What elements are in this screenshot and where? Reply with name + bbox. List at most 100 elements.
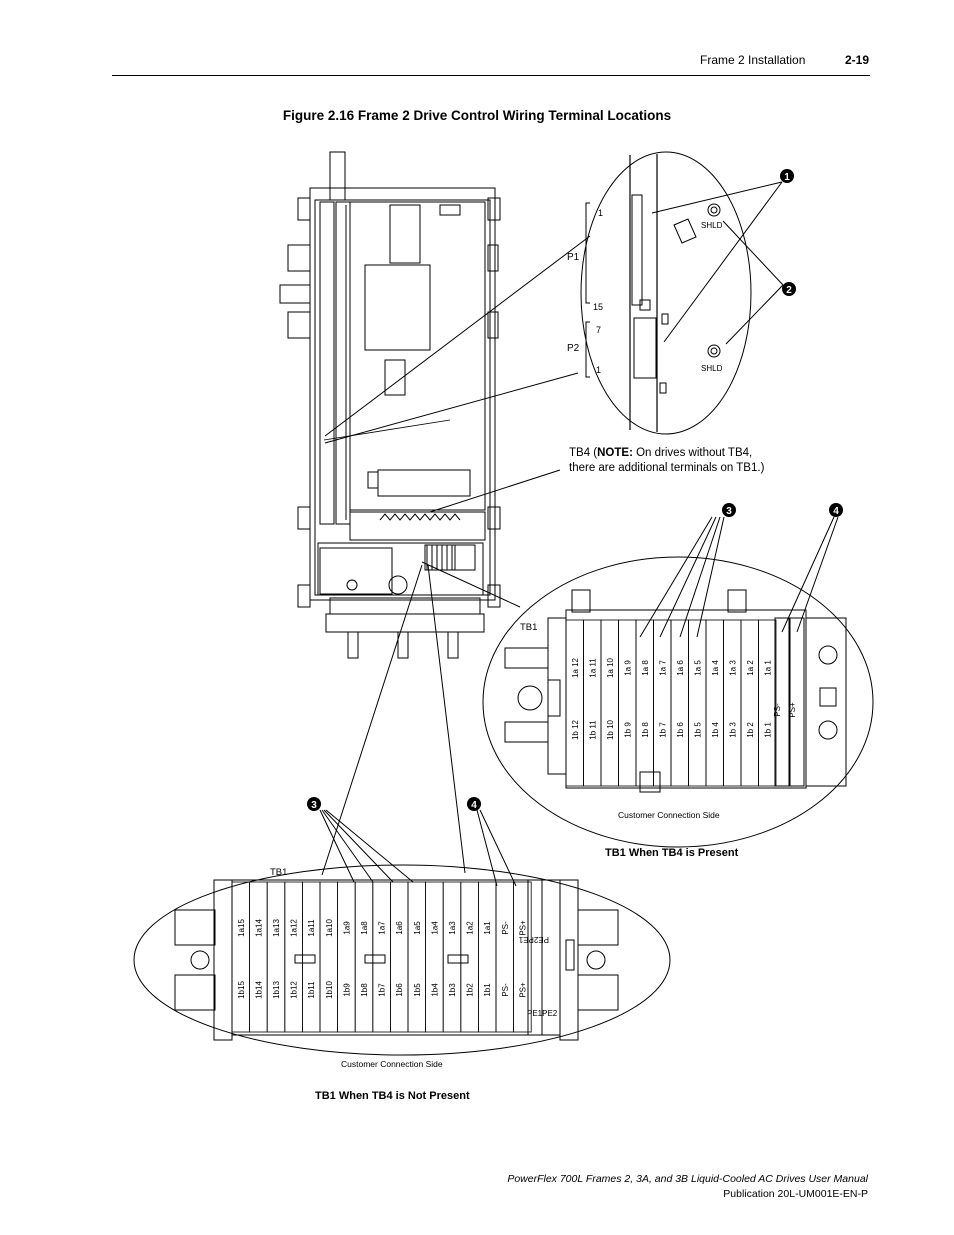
header-rule — [112, 75, 870, 76]
p2-label: P2 — [567, 343, 580, 354]
tb1-not-present-terminal-cell — [460, 881, 479, 1033]
figure-title: Figure 2.16 Frame 2 Drive Control Wiring… — [282, 108, 672, 123]
tb1-present-terminal-label-top: 1a 10 — [606, 657, 615, 678]
tb1-not-present-terminal-label-top: 1a14 — [254, 919, 263, 937]
tb1-present-terminal-label-top: 1a 2 — [746, 660, 755, 676]
tb1-not-present-terminal-label-top: 1a8 — [360, 921, 369, 935]
tb1-present-ps-label: PS+ — [788, 702, 797, 718]
tb1-not-present-terminals: 1a151b151a141b141a131b131a121b121a111b11… — [231, 881, 532, 1033]
tb1-not-present-terminal-label-top: 1a7 — [378, 921, 387, 935]
footer-manual-title: PowerFlex 700L Frames 2, 3A, and 3B Liqu… — [507, 1173, 868, 1185]
tb1-present-terminal-cell — [758, 619, 777, 787]
shld-label-top: SHLD — [701, 221, 723, 230]
tb1-not-present-terminal-label-bottom: 1b11 — [307, 981, 316, 999]
tb1-present-terminal-label-bottom: 1b 10 — [606, 719, 615, 740]
tb1-not-present-terminal-label-bottom: 1b2 — [466, 983, 475, 997]
tb1-present-terminal-label-top: 1a 4 — [711, 660, 720, 676]
tb1-not-present-terminal-label-top: 1a6 — [395, 921, 404, 935]
callout-3-top: 3 — [722, 503, 736, 517]
tb1-not-present-terminal-label-top: PS+ — [518, 920, 527, 936]
tb1-present-caption: TB1 When TB4 is Present — [605, 847, 739, 859]
tb1-present-terminal-label-top: 1a 5 — [693, 660, 702, 676]
tb4-note-line2: there are additional terminals on TB1.) — [569, 462, 765, 474]
svg-text:2: 2 — [786, 285, 792, 296]
tb1-present-side-label: Customer Connection Side — [618, 810, 720, 820]
callout-2: 2 — [782, 282, 796, 296]
tb1-not-present-terminal-cell — [249, 881, 268, 1033]
footer-publication: Publication 20L-UM001E-EN-P — [723, 1188, 868, 1200]
header-section-title: Frame 2 Installation — [700, 53, 806, 67]
tb1-not-present-terminal-cell — [284, 881, 303, 1033]
p-label-n1-top: 1 — [598, 208, 603, 218]
tb1-present-terminal-cell — [565, 619, 584, 787]
tb1-not-present-side-label: Customer Connection Side — [341, 1059, 443, 1069]
tb1-present-terminal-label-top: 1a 3 — [728, 660, 737, 676]
pe-top-label: PE2PE1 — [518, 935, 549, 944]
tb1-not-present-terminal-label-top: 1a9 — [342, 921, 351, 935]
tb1-present-terminal-label-bottom: 1b 7 — [658, 722, 667, 738]
svg-text:4: 4 — [833, 506, 839, 517]
tb1-present-terminal-cell — [653, 619, 672, 787]
tb1-not-present-terminal-cell — [477, 881, 497, 1033]
tb1-present-terminal-label-bottom: 1b 3 — [728, 722, 737, 738]
drive-body — [279, 151, 501, 659]
tb1-present-terminal-label-bottom: 1b 8 — [641, 722, 650, 738]
tb1-present-terminal-label-bottom: 1b 12 — [571, 719, 580, 740]
pe-bottom-label: PE1PE2 — [527, 1009, 558, 1018]
callout-1: 1 — [780, 169, 794, 183]
tb1-not-present-terminal-label-top: 1a10 — [325, 919, 334, 937]
p-label-n1-bottom: 1 — [596, 365, 601, 375]
tb1-present-terminal-label-bottom: 1b 6 — [676, 722, 685, 738]
tb1-not-present-terminal-cell — [354, 881, 374, 1033]
tb1-not-present-terminal-cell — [319, 881, 339, 1033]
tb1-present-terminal-cell — [705, 619, 724, 787]
tb1-not-present-detail — [133, 564, 671, 1056]
tb4-note-line1: TB4 (NOTE: On drives without TB4, — [569, 447, 752, 459]
tb1-present-ps-label: PS- — [773, 703, 782, 717]
callout-4-bottom: 4 — [467, 797, 481, 811]
tb1-not-present-terminal-label-top: 1a1 — [483, 921, 492, 935]
tb1-not-present-terminal-label-bottom: 1b13 — [272, 981, 281, 999]
tb1-present-terminal-cell — [583, 619, 602, 787]
tb1-not-present-terminal-label-bottom: PS- — [501, 983, 510, 997]
tb1-not-present-terminal-label-top: 1a15 — [237, 919, 246, 937]
tb1-not-present-caption: TB1 When TB4 is Not Present — [315, 1090, 470, 1102]
tb1-not-present-terminal-label-top: 1a4 — [430, 921, 439, 935]
tb1-present-terminal-cell — [670, 619, 689, 787]
p1-label: P1 — [567, 252, 580, 263]
p-label-n15: 15 — [593, 302, 603, 312]
tb1-present-terminal-cell — [600, 619, 619, 787]
tb1-not-present-terminal-label-bottom: 1b6 — [395, 983, 404, 997]
tb1-not-present-terminal-label-top: 1a5 — [413, 921, 422, 935]
tb1-not-present-terminal-label-bottom: 1b4 — [430, 983, 439, 997]
tb1-present-terminal-label-top: 1a 1 — [763, 660, 772, 676]
tb1-present-terminal-label-top: 1a 12 — [571, 657, 580, 678]
tb1-present-terminal-cell — [723, 619, 742, 787]
callout-3-bottom: 3 — [307, 797, 321, 811]
tb1-not-present-terminal-label-top: 1a12 — [290, 919, 299, 937]
tb1-not-present-terminal-cell — [495, 881, 515, 1033]
tb1-not-present-terminal-cell — [407, 881, 427, 1033]
tb1-not-present-terminal-cell — [372, 881, 391, 1033]
tb1-not-present-terminal-label-top: 1a3 — [448, 921, 457, 935]
svg-text:1: 1 — [784, 172, 790, 183]
tb1-not-present-terminal-label-top: 1a11 — [307, 919, 316, 937]
tb1-not-present-terminal-cell — [442, 881, 462, 1033]
tb1-not-present-terminal-label-bottom: PS+ — [518, 982, 527, 998]
header-page-number: 2-19 — [845, 53, 870, 67]
tb1-present-terminal-label-top: 1a 11 — [588, 658, 597, 678]
tb1-present-terminal-label-bottom: 1b 2 — [746, 722, 755, 738]
p1-p2-detail-circle — [324, 151, 784, 444]
tb1-not-present-terminal-label-top: 1a13 — [272, 919, 281, 937]
tb1-not-present-terminal-cell — [301, 881, 321, 1033]
tb1-not-present-terminal-cell — [337, 881, 356, 1033]
tb1-present-terminal-label-top: 1a 7 — [658, 660, 667, 676]
tb1-present-terminal-label-top: 1a 8 — [641, 660, 650, 676]
tb1-not-present-terminal-label-bottom: 1b14 — [254, 981, 263, 999]
tb1-present-terminal-label-top: 1a 6 — [676, 660, 685, 676]
svg-text:3: 3 — [311, 800, 317, 811]
tb1-present-terminal-label-bottom: 1b 9 — [623, 722, 632, 738]
svg-text:4: 4 — [471, 800, 477, 811]
tb1-not-present-terminal-label-bottom: 1b8 — [360, 983, 369, 997]
